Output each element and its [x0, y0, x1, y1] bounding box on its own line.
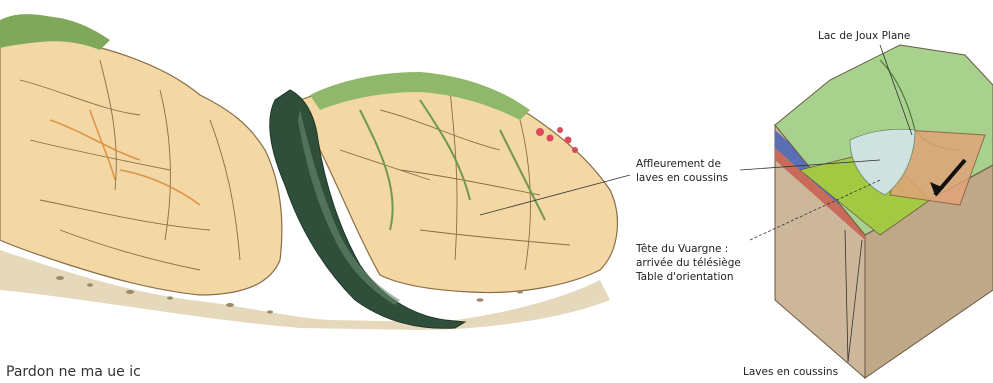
label-tete-line1: Tête du Vuargne :: [636, 243, 728, 256]
label-tete-line2: arrivée du télésiège: [636, 257, 741, 270]
caption-text: Pardon ne ma ue ic: [6, 364, 141, 380]
block-diagram: [775, 45, 993, 378]
label-lac-de-joux-plane: Lac de Joux Plane: [818, 30, 910, 43]
label-tete-line3: Table d'orientation: [636, 271, 733, 284]
label-affleurement-line2: laves en coussins: [636, 172, 728, 185]
label-affleurement-line1: Affleurement de: [636, 158, 721, 171]
rock-outcrop-illustration: [0, 14, 617, 330]
label-laves-en-coussins: Laves en coussins: [743, 366, 838, 379]
